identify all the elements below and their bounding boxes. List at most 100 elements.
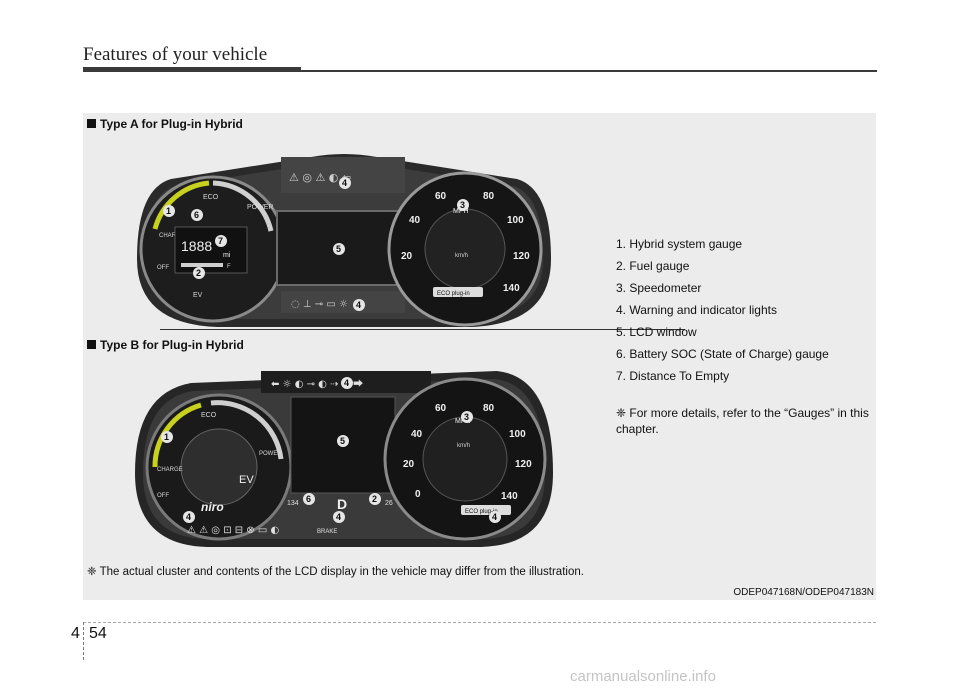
cluster-figure: Type A for Plug-in Hybrid ECO POWER CHAR… bbox=[83, 113, 876, 600]
callout-4-b-center-text: 4 bbox=[336, 512, 341, 522]
type-a-label-text: Type A for Plug-in Hybrid bbox=[100, 117, 243, 131]
callout-3-b-text: 3 bbox=[464, 412, 469, 422]
speed-tick-0-b: 0 bbox=[415, 489, 421, 500]
callout-6 bbox=[191, 209, 203, 221]
callout-4 bbox=[339, 177, 351, 189]
callout-3-text: 3 bbox=[460, 200, 465, 210]
callout-3 bbox=[457, 199, 469, 211]
hybrid-gauge-charge-arc bbox=[152, 180, 210, 230]
speed-tick-80: 80 bbox=[483, 191, 495, 202]
type-a-label: Type A for Plug-in Hybrid bbox=[87, 117, 243, 131]
legend-item: 4. Warning and indicator lights bbox=[616, 303, 777, 317]
legend-item: 5. LCD window bbox=[616, 325, 697, 339]
speed-tick-40-b: 40 bbox=[411, 429, 423, 440]
speed-tick-120: 120 bbox=[513, 251, 530, 262]
callout-7-text: 7 bbox=[218, 236, 223, 246]
eco-plugin-badge-text: ECO plug-in bbox=[437, 291, 470, 297]
legend-item: 2. Fuel gauge bbox=[616, 259, 690, 273]
callout-4-text: 4 bbox=[342, 178, 347, 188]
figure-code: ODEP047168N/ODEP047183N bbox=[733, 587, 874, 598]
callout-2-text: 2 bbox=[196, 268, 201, 278]
callout-1-b-text: 1 bbox=[164, 432, 169, 442]
callout-2 bbox=[193, 267, 205, 279]
dte-value: 1888 bbox=[181, 238, 212, 254]
type-divider bbox=[160, 329, 685, 330]
watermark: carmanualsonline.info bbox=[570, 668, 716, 685]
callout-5-b-text: 5 bbox=[340, 436, 345, 446]
cluster-type-a: ECO POWER CHARGE OFF EV 1888 mi F ⚠ ◎ ⚠ … bbox=[137, 154, 551, 327]
gear-indicator: D bbox=[337, 496, 347, 512]
callout-4-b-top bbox=[341, 377, 353, 389]
hybrid-label-eco-b: ECO bbox=[201, 412, 217, 419]
callout-5-text: 5 bbox=[336, 244, 341, 254]
callout-2-b-text: 2 bbox=[372, 494, 377, 504]
illustration-disclaimer: ❈ The actual cluster and contents of the… bbox=[87, 566, 584, 578]
range-value: 26 bbox=[385, 500, 393, 507]
soc-value: 134 bbox=[287, 500, 299, 507]
speed-tick-60: 60 bbox=[435, 191, 447, 202]
dte-unit: mi bbox=[223, 252, 231, 259]
eco-plugin-badge-text-b: ECO plug-in bbox=[465, 509, 498, 515]
callout-7 bbox=[215, 235, 227, 247]
callout-1-text: 1 bbox=[166, 206, 171, 216]
speed-tick-140-b: 140 bbox=[501, 491, 518, 502]
callout-6-b-text: 6 bbox=[306, 494, 311, 504]
speed-unit-mph: MPH bbox=[453, 208, 469, 215]
speed-tick-40: 40 bbox=[409, 215, 421, 226]
legend-item: 3. Speedometer bbox=[616, 281, 702, 295]
brake-label: BRAKE bbox=[317, 529, 337, 535]
speed-tick-100: 100 bbox=[507, 215, 524, 226]
warning-light-strip-bottom bbox=[281, 291, 405, 313]
hybrid-label-ev-b: EV bbox=[239, 474, 254, 486]
callout-4-b-right-text: 4 bbox=[492, 512, 497, 522]
callout-6-b bbox=[303, 493, 315, 505]
legend-item: 6. Battery SOC (State of Charge) gauge bbox=[616, 347, 829, 361]
hybrid-label-charge: CHARGE bbox=[159, 233, 185, 239]
speed-tick-140: 140 bbox=[503, 283, 520, 294]
hybrid-label-ev: EV bbox=[193, 292, 203, 299]
callout-4-b-left bbox=[183, 511, 195, 523]
header-rule bbox=[301, 70, 877, 72]
chapter-number: 4 bbox=[71, 625, 80, 642]
fuel-gauge-bar bbox=[181, 263, 223, 267]
hybrid-label-charge-b: CHARGE bbox=[157, 467, 183, 473]
hybrid-label-off: OFF bbox=[157, 265, 169, 271]
callout-5-b bbox=[337, 435, 349, 447]
hybrid-label-power: POWER bbox=[247, 204, 273, 211]
speed-tick-60-b: 60 bbox=[435, 403, 447, 414]
callout-4-b-left-text: 4 bbox=[186, 512, 191, 522]
callout-4-b-center bbox=[333, 511, 345, 523]
callout-2-b bbox=[369, 493, 381, 505]
hybrid-gauge-charge-arc-b bbox=[152, 402, 202, 468]
hybrid-label-off-b: OFF bbox=[157, 493, 169, 499]
callout-5 bbox=[333, 243, 345, 255]
hybrid-label-power-b: POWER bbox=[259, 451, 282, 457]
page-number: 54 bbox=[89, 625, 107, 642]
speed-tick-80-b: 80 bbox=[483, 403, 495, 414]
speed-tick-100-b: 100 bbox=[509, 429, 526, 440]
gauges-reference-note: ❈ For more details, refer to the “Gauges… bbox=[616, 406, 869, 436]
callout-1-b bbox=[161, 431, 173, 443]
speed-unit-kmh: km/h bbox=[455, 253, 468, 259]
callout-4b bbox=[353, 299, 365, 311]
speed-tick-20-b: 20 bbox=[403, 459, 415, 470]
warning-icons-top: ⚠ ◎ ⚠ ◐ ⇦ bbox=[289, 171, 351, 184]
callout-1 bbox=[163, 205, 175, 217]
speed-unit-kmh-b: km/h bbox=[457, 443, 470, 449]
callout-legend: 1. Hybrid system gauge 2. Fuel gauge 3. … bbox=[616, 233, 876, 387]
hybrid-label-eco: ECO bbox=[203, 194, 219, 201]
type-b-label-text: Type B for Plug-in Hybrid bbox=[100, 338, 244, 352]
callout-4b-text: 4 bbox=[356, 300, 361, 310]
square-bullet-icon bbox=[87, 340, 96, 349]
cluster-type-b: ⬅ ☼ ◐ ⊸ ◐ ⇢ ⇢ ⮕ ECO POWER CHARGE OFF EV … bbox=[135, 371, 553, 547]
niro-logo: niro bbox=[201, 500, 224, 514]
callout-6-text: 6 bbox=[194, 210, 199, 220]
warning-icons-top-b: ⬅ ☼ ◐ ⊸ ◐ ⇢ ⇢ ⮕ bbox=[271, 379, 363, 390]
type-b-label: Type B for Plug-in Hybrid bbox=[87, 338, 244, 352]
callout-4-b-right bbox=[489, 511, 501, 523]
warning-icons-bottom: ◌ ⊥ ⊸ ▭ ☼ bbox=[291, 299, 348, 310]
legend-item: 7. Distance To Empty bbox=[616, 369, 730, 383]
speed-tick-120-b: 120 bbox=[515, 459, 532, 470]
callout-4-b-top-text: 4 bbox=[344, 378, 349, 388]
warning-icons-bottom-b: ⚠ ⚠ ◎ ⊡ ⊟ ⊗ ▭ ◐ bbox=[187, 525, 279, 536]
